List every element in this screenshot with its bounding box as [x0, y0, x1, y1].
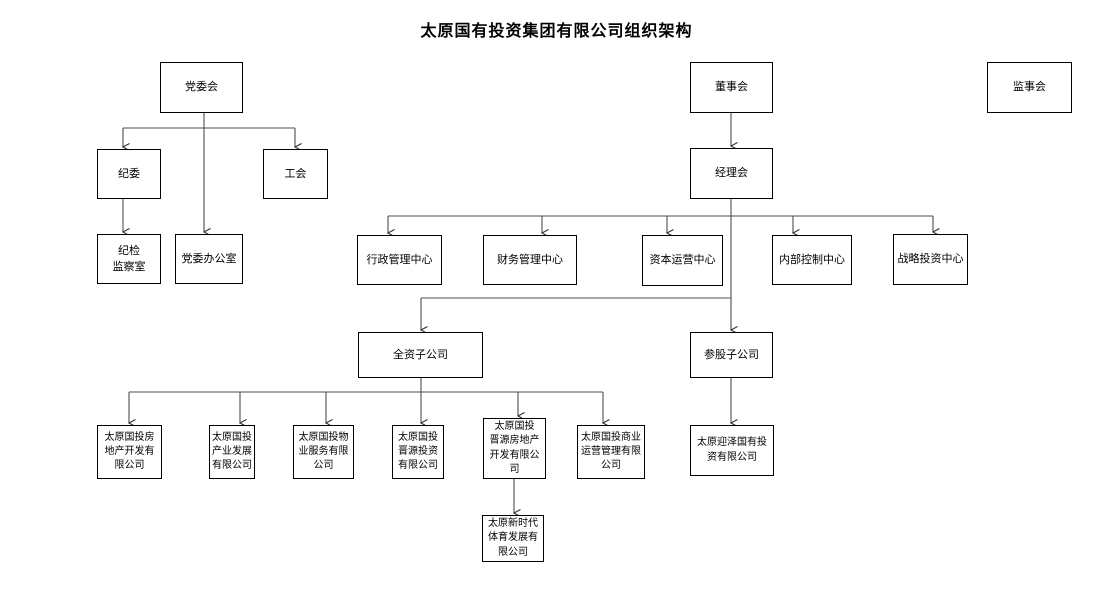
- node-label: 党委会: [185, 80, 218, 94]
- node-discipline-committee: 纪委: [97, 149, 161, 199]
- node-capital-operation-center: 资本运营中心: [642, 235, 723, 286]
- node-label: 纪检 监察室: [112, 243, 146, 274]
- node-internal-control-center: 内部控制中心: [772, 235, 852, 285]
- node-commercial-operation-co: 太原国投商业 运营管理有限 公司: [577, 425, 645, 479]
- node-jinyuan-investment-co: 太原国投 晋源投资 有限公司: [392, 425, 444, 479]
- node-label: 行政管理中心: [366, 252, 433, 266]
- node-label: 内部控制中心: [779, 252, 845, 266]
- node-label: 全资子公司: [393, 347, 448, 361]
- node-party-committee: 党委会: [160, 62, 243, 113]
- node-equity-subsidiaries: 参股子公司: [690, 332, 773, 378]
- node-label: 资本运营中心: [649, 253, 716, 267]
- node-label: 党委办公室: [181, 251, 237, 265]
- node-wholly-owned-subsidiaries: 全资子公司: [358, 332, 483, 378]
- node-labor-union: 工会: [263, 149, 328, 199]
- node-label: 监事会: [1013, 80, 1046, 94]
- node-jinyuan-real-estate-co: 太原国投 晋源房地产 开发有限公 司: [483, 418, 546, 479]
- node-label: 经理会: [715, 166, 748, 180]
- node-label: 太原国投房 地产开发有 限公司: [104, 431, 155, 472]
- node-finance-center: 财务管理中心: [483, 235, 577, 285]
- node-label: 董事会: [715, 80, 748, 94]
- node-label: 太原国投 产业发展 有限公司: [212, 431, 252, 472]
- node-label: 工会: [284, 166, 307, 180]
- node-discipline-inspection-office: 纪检 监察室: [97, 234, 161, 284]
- node-label: 太原国投商业 运营管理有限 公司: [581, 431, 641, 472]
- node-label: 纪委: [118, 166, 140, 180]
- node-label: 太原国投物 业服务有限 公司: [298, 431, 349, 472]
- chart-title: 太原国有投资集团有限公司组织架构: [420, 21, 693, 40]
- node-admin-center: 行政管理中心: [357, 235, 442, 285]
- node-new-era-sports-co: 太原新时代 体育发展有 限公司: [482, 515, 544, 562]
- node-board-of-directors: 董事会: [690, 62, 773, 113]
- node-property-service-co: 太原国投物 业服务有限 公司: [293, 425, 354, 479]
- node-label: 太原国投 晋源房地产 开发有限公 司: [489, 421, 540, 475]
- node-board-of-supervisors: 监事会: [987, 62, 1072, 113]
- node-managers-meeting: 经理会: [690, 148, 773, 199]
- node-label: 太原迎泽国有投 资有限公司: [697, 437, 767, 463]
- node-industry-dev-co: 太原国投 产业发展 有限公司: [209, 425, 255, 479]
- node-party-committee-office: 党委办公室: [175, 234, 243, 284]
- node-label: 战略投资中心: [897, 252, 964, 266]
- node-strategic-investment-center: 战略投资中心: [893, 234, 968, 285]
- node-real-estate-co: 太原国投房 地产开发有 限公司: [97, 425, 162, 479]
- node-label: 太原新时代 体育发展有 限公司: [488, 518, 538, 558]
- node-yingze-investment-co: 太原迎泽国有投 资有限公司: [690, 425, 774, 476]
- node-label: 太原国投 晋源投资 有限公司: [398, 431, 438, 472]
- node-label: 参股子公司: [704, 347, 759, 361]
- node-label: 财务管理中心: [497, 252, 563, 266]
